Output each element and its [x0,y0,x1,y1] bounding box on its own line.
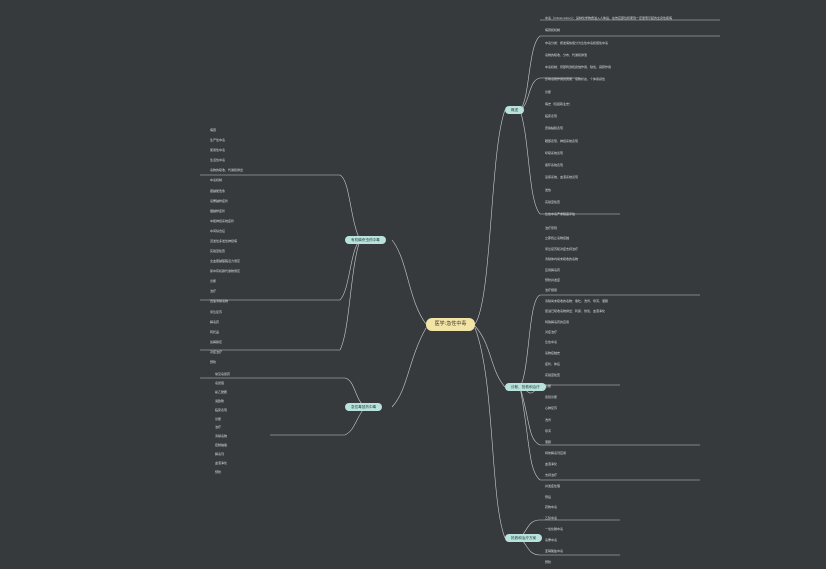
left-top-label[interactable]: 中间综合征 [210,228,226,233]
root-node[interactable]: 医学:急性中毒 [426,318,475,331]
right-mid-label[interactable]: 预防并发症 [545,278,561,282]
right-top-label[interactable]: 发热 [545,187,552,192]
right-mid2-label[interactable]: 血液净化 [545,461,558,466]
right-mid2-label[interactable]: 灌肠 [545,439,552,444]
left-top-label[interactable]: 生活性中毒 [210,158,226,163]
right-mid-label[interactable]: 治疗措施 [545,288,558,293]
left-bottom-label[interactable]: 氟乙酰胺 [215,389,228,394]
right-top-label[interactable]: 中毒（intoxication）：某种化学物质进入人体后，在效应部位积累到一定量… [545,16,672,20]
right-mid2-label[interactable]: 支持治疗 [545,472,558,477]
right-mid2-label[interactable]: 心肺复苏 [545,406,558,411]
left-bottom-label[interactable]: 预防 [215,470,222,474]
right-mid2-label[interactable]: 洗胃 [545,417,552,422]
right-mid2-label[interactable]: 急性中毒 [545,340,558,344]
left-bottom-label[interactable]: 毒鼠强 [215,380,225,385]
branch-node[interactable]: 概述 [505,106,525,114]
left-bottom-label[interactable]: 临床表现 [215,407,228,412]
right-mid-label[interactable]: 清除体内尚未吸收的毒物 [545,257,579,262]
branch-node[interactable]: 急性毒鼠药中毒 [345,403,383,411]
right-mid2-label[interactable]: 毒物接触史 [545,351,561,356]
left-top-label[interactable]: 解毒药 [210,319,220,324]
left-top-label[interactable]: 实验室检查 [210,249,226,254]
right-mid2-label[interactable]: 鉴别诊断 [545,395,558,400]
right-bottom-label[interactable]: 乙醇中毒 [545,516,558,520]
right-mid-label[interactable]: 治疗原则 [545,226,558,230]
branch-node[interactable]: 抢救和治疗方案 [505,534,543,542]
right-mid2-label[interactable]: 特效解毒剂应用 [545,450,567,455]
right-top-label[interactable]: 皮肤黏膜表现 [545,126,564,131]
right-top-label[interactable]: 诊断 [545,89,552,94]
right-top-label[interactable]: 急性中毒严重程度评估 [545,212,576,216]
left-bottom-label[interactable]: 清除毒物 [215,434,228,439]
left-top-label[interactable]: 预防 [210,360,217,364]
right-mid-label[interactable]: 立即终止毒物接触 [545,236,570,241]
left-bottom-label[interactable]: 治疗 [215,425,222,430]
branch-node[interactable]: 有机磷杀虫药中毒 [345,236,386,244]
right-bottom-label[interactable]: 预防 [545,560,552,564]
left-bottom-label[interactable]: 控制抽搐 [215,443,228,448]
left-bottom-label[interactable]: 诊断 [215,416,222,421]
right-bottom-label[interactable]: 毒蕈中毒 [545,538,558,542]
left-top-label[interactable]: 治疗 [210,289,217,294]
left-top-label[interactable]: 对症治疗 [210,349,223,354]
right-top-label[interactable]: 泌尿系统、血液系统表现 [545,175,579,180]
right-mid2-label[interactable]: 实验室检查 [545,373,561,378]
right-top-label[interactable]: 中毒机制：局部刺激和腐蚀作用、缺氧、麻醉作用 [545,65,612,69]
right-mid2-label[interactable]: 诊断 [545,384,552,389]
left-top-label[interactable]: 胆碱能危象 [210,188,226,193]
right-mid-label[interactable]: 应用解毒药 [545,267,561,272]
left-top-label[interactable]: 诊断 [210,279,217,284]
right-mid2-label[interactable]: 预后 [545,495,552,499]
right-mid-label[interactable]: 清除尚未吸收的毒物：催吐、洗胃、导泻、灌肠 [545,298,609,303]
left-bottom-label[interactable]: 常见毒鼠药 [215,372,231,376]
right-top-label[interactable]: 病史（包括职业史） [545,101,573,106]
left-top-label[interactable]: 毒蕈碱样症状 [210,198,229,203]
right-mid-label[interactable]: 对症治疗 [545,330,558,334]
right-mid2-label[interactable]: 导泻 [545,428,552,433]
branch-node[interactable]: 诊断、抢救和治疗 [505,383,546,391]
right-bottom-label[interactable]: 药物中毒 [545,505,558,509]
left-top-label[interactable]: 生产性中毒 [210,138,226,143]
right-top-label[interactable]: 眼部表现、神经系统表现 [545,138,579,143]
right-mid-label[interactable]: 促进已吸收毒物排出：利尿、供氧、血液净化 [545,309,606,314]
left-bottom-label[interactable]: 溴敌隆 [215,398,225,403]
left-top-label[interactable]: 病因 [210,128,217,132]
left-bottom-label[interactable]: 血液净化 [215,461,228,466]
right-top-label[interactable]: 呼吸系统表现 [545,150,564,155]
right-top-label[interactable]: 病因和机制 [545,28,561,33]
right-top-label[interactable]: 中毒分类：按发病快慢分为急性中毒和慢性中毒 [545,40,609,45]
left-top-label[interactable]: 烟碱样症状 [210,208,226,213]
right-top-label[interactable]: 循环系统表现 [545,163,564,167]
left-top-label[interactable]: 氯解磷定 [210,339,223,344]
left-top-label[interactable]: 迟发性多发性神经病 [210,238,238,243]
left-top-label[interactable]: 毒物的吸收、代谢和排出 [210,168,244,173]
left-top-label[interactable]: 迅速清除毒物 [210,299,229,304]
left-top-label[interactable]: 中枢神经系统症状 [210,218,235,223]
left-top-label[interactable]: 阿托品 [210,329,220,334]
right-top-label[interactable]: 影响毒物作用的因素：毒物状态、个体易感性 [545,77,606,82]
left-top-label[interactable]: 使用性中毒 [210,148,226,153]
right-mid-label[interactable]: 特殊解毒药的应用 [545,319,570,324]
right-mid-label[interactable]: 紧急复苏和对症支持治疗 [545,246,579,251]
left-top-label[interactable]: 紧急复苏 [210,309,223,314]
right-bottom-label[interactable]: 一氧化碳中毒 [545,527,564,531]
left-top-label[interactable]: 尿中有机磷代谢物测定 [210,269,241,274]
right-top-label[interactable]: 毒物的吸收、分布、代谢和排泄 [545,52,588,57]
right-mid2-label[interactable]: 症状、体征 [545,362,561,367]
left-bottom-label[interactable]: 解毒剂 [215,452,225,457]
left-top-label[interactable]: 全血胆碱酯酶活力测定 [210,259,241,264]
branch-connectors [200,19,720,556]
right-top-label[interactable]: 实验室检查 [545,199,561,204]
right-bottom-label[interactable]: 亚硝酸盐中毒 [545,549,564,553]
right-top-label[interactable]: 临床表现 [545,114,558,118]
right-mid2-label[interactable]: 并发症处理 [545,483,561,488]
left-top-label[interactable]: 中毒机制 [210,178,223,183]
